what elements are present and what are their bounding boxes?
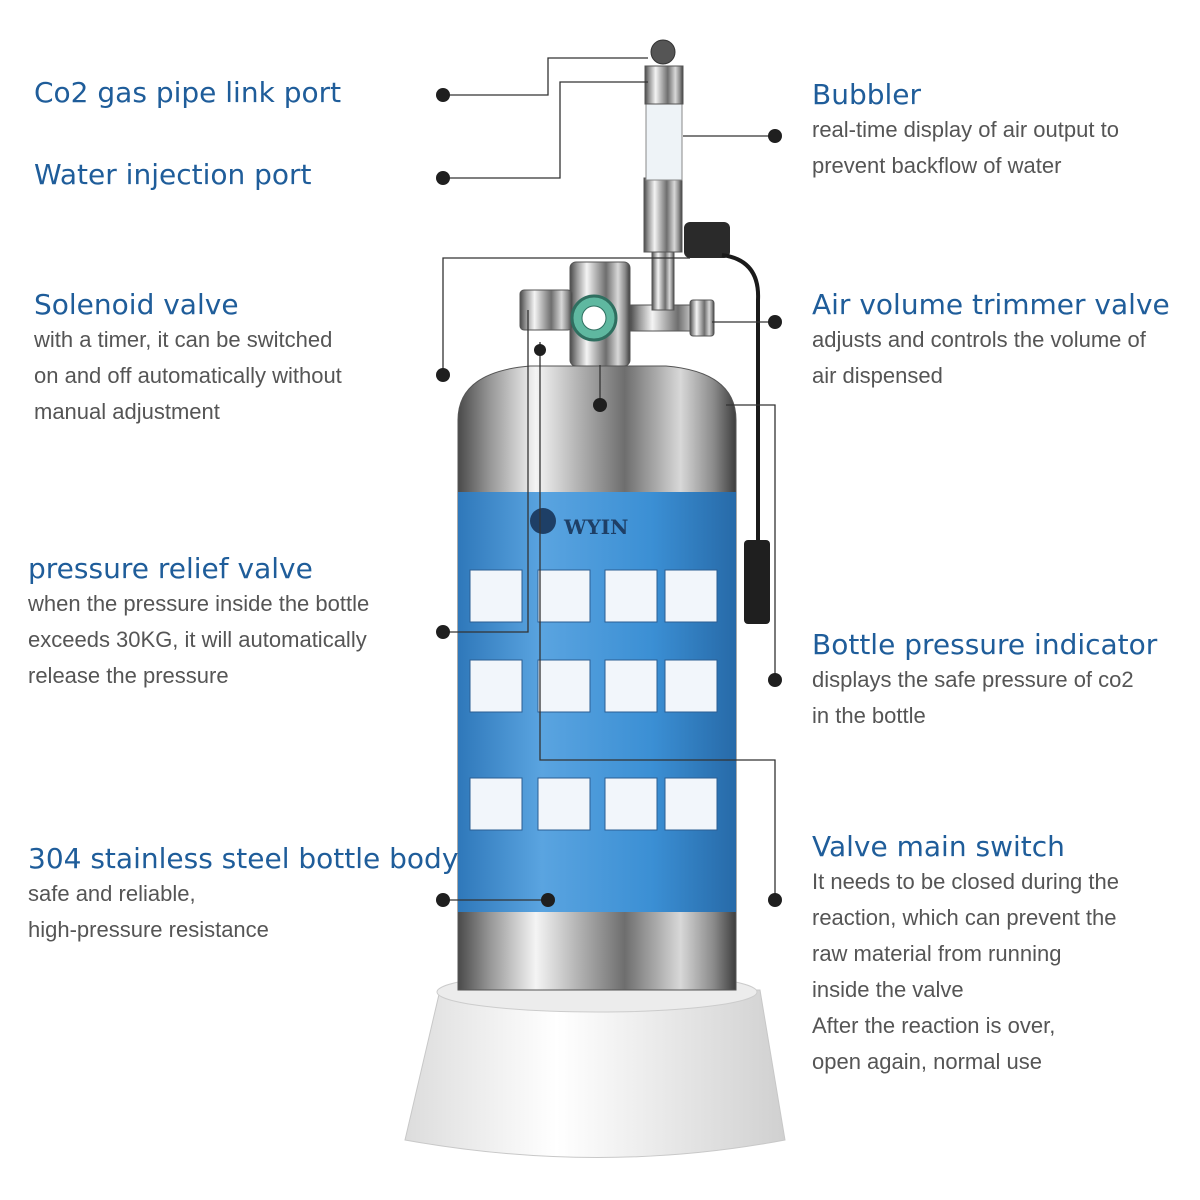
desc-line: displays the safe pressure of co2 [812,667,1134,692]
callout-description: when the pressure inside the bottle exce… [28,586,369,694]
desc-line: inside the valve [812,977,964,1002]
desc-line: with a timer, it can be switched [34,327,333,352]
callout-pressure-indicator: Bottle pressure indicator displays the s… [812,628,1157,734]
callout-description: with a timer, it can be switched on and … [34,322,342,430]
callout-title: Air volume trimmer valve [812,288,1170,321]
desc-line: in the bottle [812,703,926,728]
desc-line: After the reaction is over, [812,1013,1056,1038]
label-band: WYIN [458,492,736,912]
valve-head [519,249,715,367]
desc-line: safe and reliable, [28,881,196,906]
cable-connector [744,540,770,624]
bubbler-assembly [643,39,730,258]
desc-line: exceeds 30KG, it will automatically [28,627,367,652]
desc-line: It needs to be closed during the [812,869,1119,894]
callout-description: real-time display of air output to preve… [812,112,1119,184]
desc-line: open again, normal use [812,1049,1042,1074]
leader-dots [436,88,782,907]
bottle-base [404,971,786,1158]
desc-line: raw material from running [812,941,1062,966]
callout-title: Bottle pressure indicator [812,628,1158,661]
callout-title: Solenoid valve [34,288,239,321]
callout-description: adjusts and controls the volume of air d… [812,322,1170,394]
callout-title: Co2 gas pipe link port [34,76,342,109]
callout-title: Bubbler [812,78,922,111]
desc-line: adjusts and controls the volume of [812,327,1146,352]
desc-line: release the pressure [28,663,229,688]
desc-line: prevent backflow of water [812,153,1062,178]
leader-lines [442,57,776,901]
callout-title: 304 stainless steel bottle body [28,842,459,875]
callout-air-trimmer-valve: Air volume trimmer valve adjusts and con… [812,288,1170,394]
desc-line: manual adjustment [34,399,220,424]
callout-description: displays the safe pressure of co2 in the… [812,662,1157,734]
callout-solenoid-valve: Solenoid valve with a timer, it can be s… [34,288,342,430]
callout-description: safe and reliable, high-pressure resista… [28,876,458,948]
callout-pressure-relief-valve: pressure relief valve when the pressure … [28,552,369,694]
callout-bubbler: Bubbler real-time display of air output … [812,78,1119,184]
callout-co2-port: Co2 gas pipe link port [34,76,341,110]
desc-line: when the pressure inside the bottle [28,591,370,616]
callout-bottle-body: 304 stainless steel bottle body safe and… [28,842,458,948]
callout-valve-main-switch: Valve main switch It needs to be closed … [812,830,1119,1080]
desc-line: reaction, which can prevent the [812,905,1117,930]
brand-text: WYIN [563,515,628,539]
desc-line: air dispensed [812,363,943,388]
callout-description: It needs to be closed during the reactio… [812,864,1119,1080]
desc-line: real-time display of air output to [812,117,1119,142]
solenoid-cable [721,253,761,545]
desc-line: high-pressure resistance [28,917,269,942]
desc-line: on and off automatically without [34,363,342,388]
callout-title: pressure relief valve [28,552,313,585]
callout-water-port: Water injection port [34,158,312,192]
callout-title: Water injection port [34,158,312,191]
callout-title: Valve main switch [812,830,1065,863]
